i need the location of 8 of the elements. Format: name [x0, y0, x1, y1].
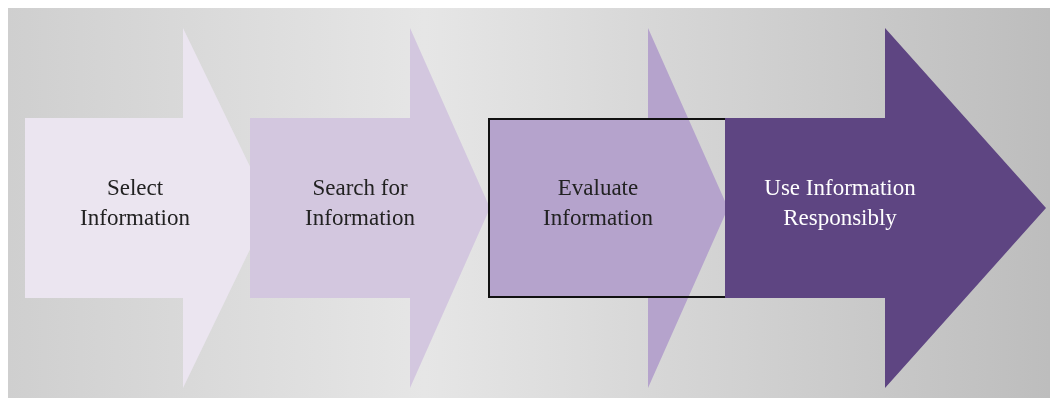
step-label: Evaluate Information — [542, 174, 654, 232]
step-label: Search for Information — [304, 174, 416, 232]
arrow-shape — [250, 28, 488, 388]
step-label: Use Information Responsibly — [763, 174, 917, 232]
step-label: Select Information — [79, 174, 191, 232]
arrow-shape — [725, 28, 1046, 388]
arrow-shape — [488, 28, 725, 388]
arrow-shape — [25, 28, 250, 388]
